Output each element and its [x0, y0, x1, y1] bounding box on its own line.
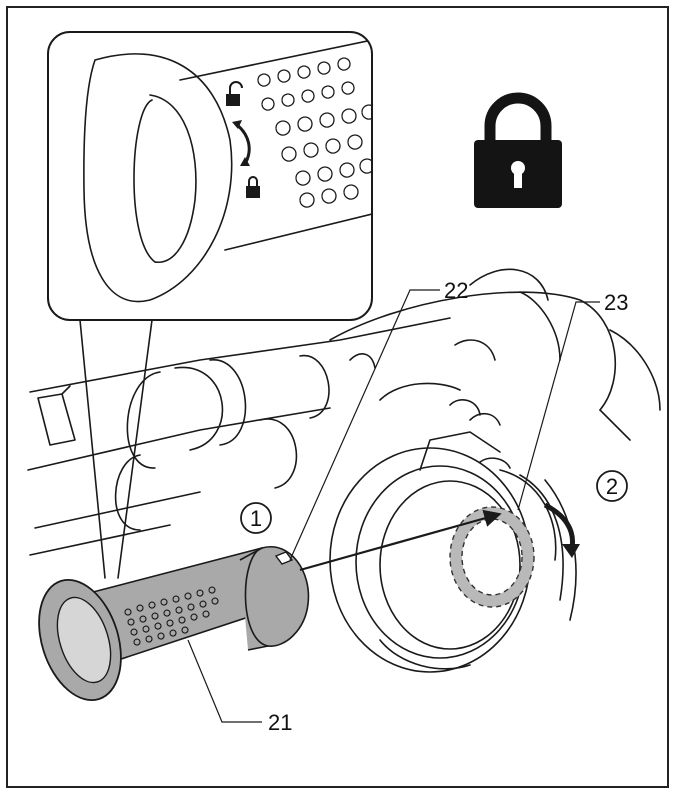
leader-21 — [187, 639, 262, 723]
machine-body-outline — [27, 268, 661, 556]
callout-23: 23 — [604, 290, 628, 315]
figure-frame — [6, 6, 669, 788]
callout-22: 22 — [444, 278, 468, 303]
insert-direction-arrow — [299, 509, 502, 572]
leader-23 — [517, 301, 600, 511]
ring-housing — [329, 431, 577, 673]
lock-icon — [474, 92, 562, 208]
perforation-pattern — [257, 57, 372, 208]
rotate-arrow-icon — [235, 122, 251, 163]
leader-22 — [289, 289, 440, 561]
small-lock-icon — [246, 176, 260, 198]
locking-tab — [274, 551, 294, 565]
rotate-direction-arrow — [543, 502, 576, 549]
detail-inset — [47, 31, 373, 579]
step-1-marker: 1 — [240, 502, 272, 534]
filter-tube — [38, 545, 310, 702]
small-unlock-icon — [226, 81, 243, 106]
step-2-number: 2 — [606, 474, 618, 499]
callout-21: 21 — [268, 710, 292, 735]
step-2-marker: 2 — [596, 470, 628, 502]
tube-perforations — [124, 586, 219, 646]
step-1-number: 1 — [250, 506, 262, 531]
seating-groove-ring — [450, 507, 534, 607]
